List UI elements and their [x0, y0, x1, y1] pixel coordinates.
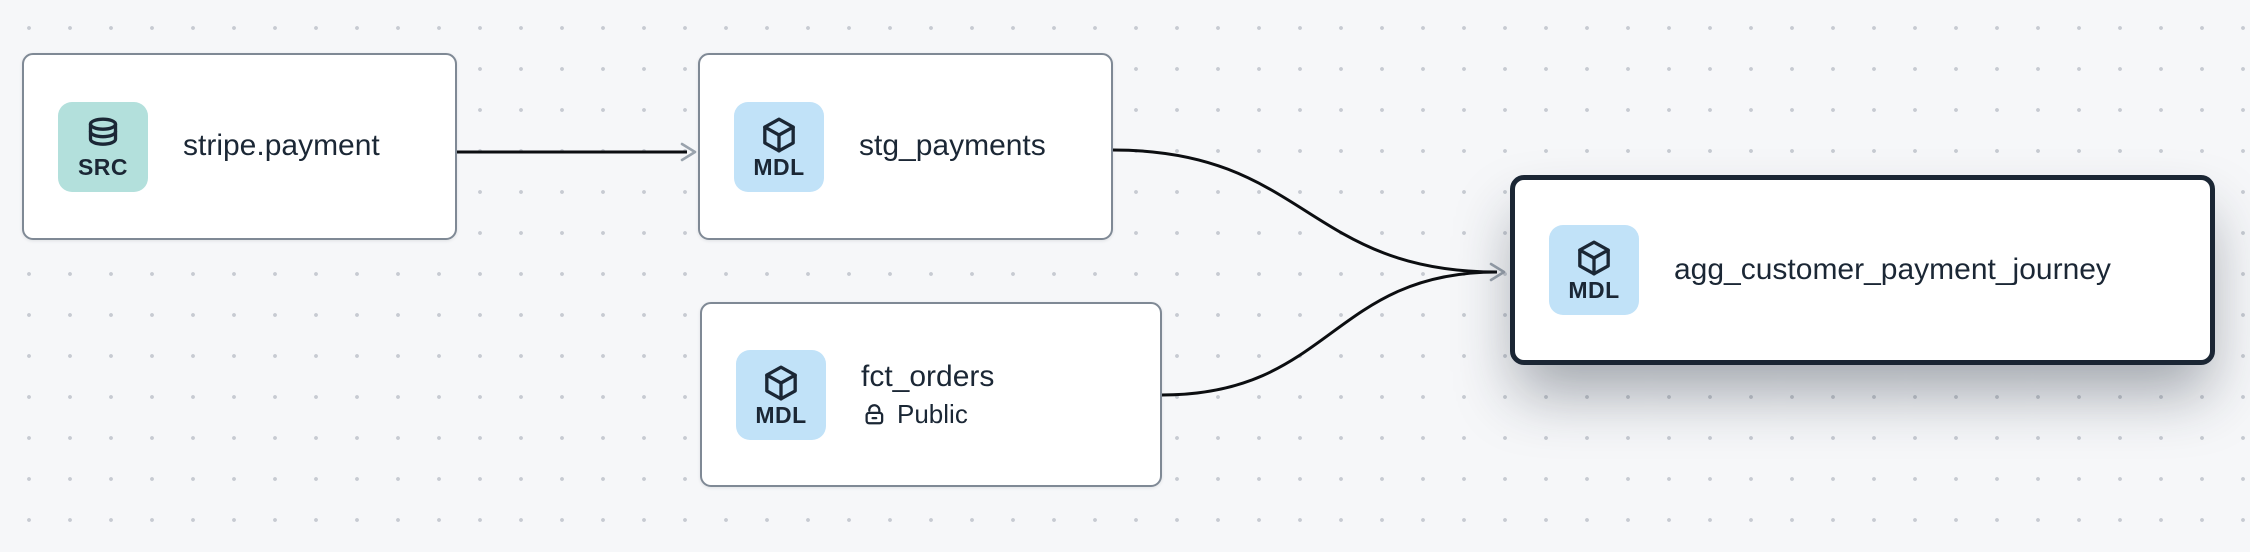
- badge-label: SRC: [77, 153, 129, 180]
- node-title: stripe.payment: [183, 129, 380, 163]
- edge-fct-orders-to-agg-customer-payment-journey[interactable]: [1161, 270, 1498, 397]
- source-type-badge: SRC: [58, 101, 148, 192]
- node-fct-orders[interactable]: MDL fct_orders Public: [700, 302, 1162, 487]
- cube-icon: [763, 117, 795, 152]
- badge-label: MDL: [755, 401, 807, 428]
- model-type-badge: MDL: [736, 349, 826, 440]
- cube-icon: [765, 365, 797, 400]
- node-title: stg_payments: [859, 129, 1046, 163]
- node-stripe-payment[interactable]: SRC stripe.payment: [22, 53, 457, 240]
- model-type-badge: MDL: [734, 101, 824, 192]
- access-label: Public: [897, 398, 968, 429]
- node-text: fct_orders Public: [861, 360, 994, 428]
- edge-stg-payments-to-agg-customer-payment-journey[interactable]: [1112, 148, 1498, 274]
- unlocked-padlock-icon: [865, 403, 884, 425]
- node-title: fct_orders: [861, 360, 995, 394]
- node-title: agg_customer_payment_journey: [1674, 252, 2111, 286]
- arrowhead-icon: [1489, 262, 1506, 282]
- access-row: Public: [861, 400, 994, 429]
- node-stg-payments[interactable]: MDL stg_payments: [698, 53, 1113, 240]
- arrowhead-icon: [680, 142, 697, 162]
- node-agg-customer-payment-journey[interactable]: MDL agg_customer_payment_journey: [1510, 175, 2215, 365]
- badge-label: MDL: [753, 153, 805, 180]
- model-type-badge: MDL: [1549, 225, 1639, 315]
- database-icon: [88, 117, 118, 146]
- cube-icon: [1578, 240, 1610, 276]
- badge-label: MDL: [1568, 277, 1620, 303]
